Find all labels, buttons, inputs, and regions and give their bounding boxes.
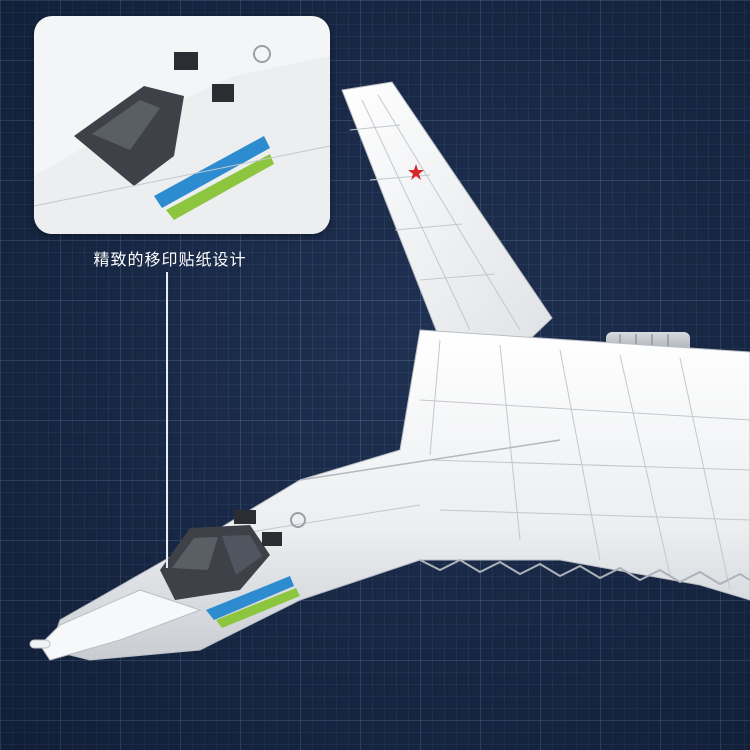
- detail-callout-card: [34, 16, 330, 234]
- unit-badge-emblem-icon: [253, 45, 271, 63]
- livery-stripes: [206, 512, 306, 628]
- cockpit-closeup: [34, 45, 330, 234]
- feature-caption: 精致的移印贴纸设计: [93, 250, 247, 269]
- cockpit-canopy: [160, 510, 282, 600]
- fuselage: [29, 329, 750, 661]
- red-star-insignia-icon: [408, 164, 424, 180]
- callout-leader-line: [166, 272, 168, 568]
- unit-badge-emblem-icon: [290, 512, 306, 528]
- left-wing: [341, 81, 553, 361]
